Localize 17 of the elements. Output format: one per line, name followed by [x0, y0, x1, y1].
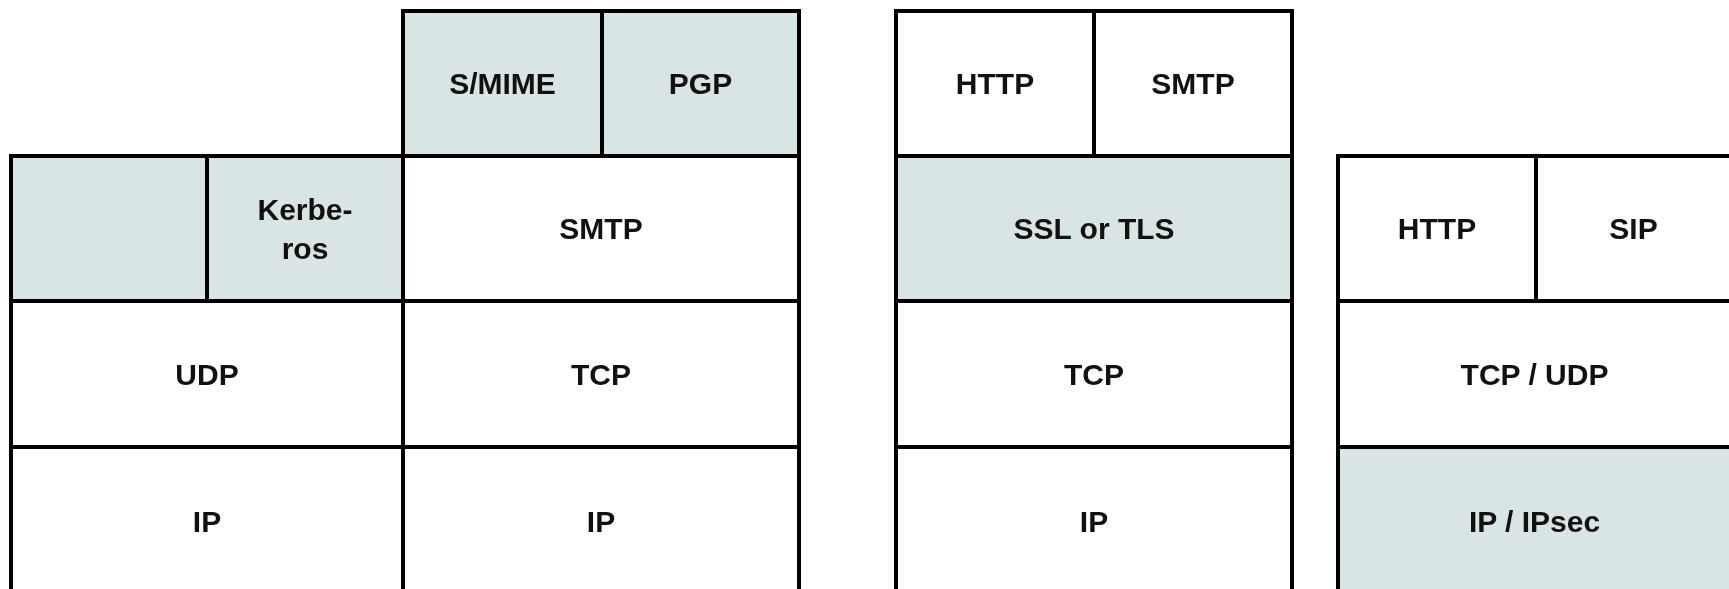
- protocol-label: PGP: [668, 66, 733, 102]
- protocol-label: TCP / UDP: [1460, 356, 1609, 393]
- protocol-label: TCP: [1064, 356, 1124, 393]
- protocol-label: HTTP: [1397, 211, 1477, 247]
- protocol-label: IP: [1079, 504, 1109, 540]
- protocol-label: IP: [586, 504, 616, 540]
- protocol-label: S/MIME: [449, 66, 556, 102]
- protocol-label: SMTP: [559, 211, 643, 247]
- protocol-label: SIP: [1609, 211, 1658, 247]
- protocol-label: SSL or TLS: [1013, 211, 1175, 247]
- protocol-label: Kerbe- ros: [256, 191, 354, 267]
- protocol-label: SMTP: [1151, 66, 1235, 102]
- protocol-label: HTTP: [955, 66, 1035, 102]
- protocol-label: IP / IPsec: [1468, 504, 1601, 540]
- protocol-label: TCP: [571, 356, 631, 393]
- protocol-label: UDP: [175, 356, 239, 393]
- protocol-label: IP: [192, 504, 222, 540]
